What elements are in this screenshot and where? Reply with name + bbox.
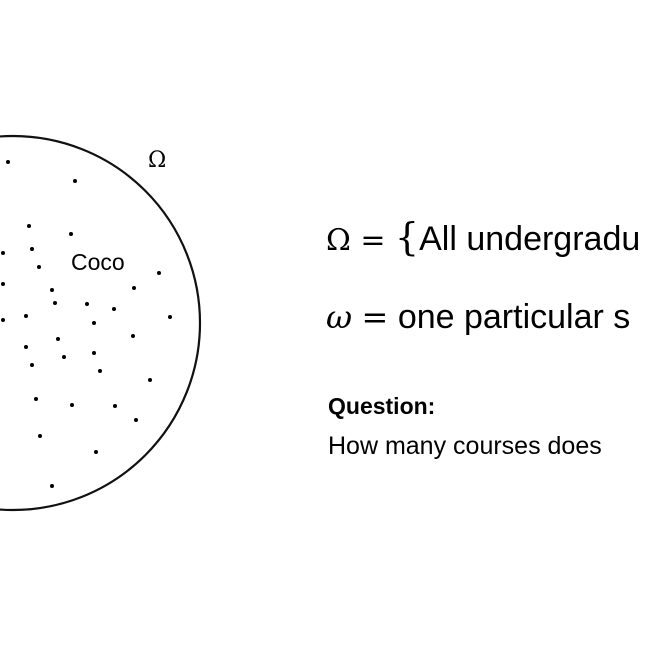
sample-point: [53, 301, 57, 305]
sample-point: [37, 265, 41, 269]
sample-point: [92, 321, 96, 325]
omega-symbol: Ω: [326, 223, 351, 258]
sample-point: [131, 334, 135, 338]
sample-point: [69, 232, 73, 236]
point-label-coco: Coco: [71, 249, 125, 275]
sample-point: [94, 450, 98, 454]
set-label: Ω: [148, 148, 167, 173]
sample-point: [50, 288, 54, 292]
sample-point: [30, 247, 34, 251]
sample-point: [134, 418, 138, 422]
omega-set-text: All undergradu: [419, 220, 641, 258]
sample-point: [24, 314, 28, 318]
omega-lower-symbol: ω: [326, 298, 353, 336]
sample-point: [92, 351, 96, 355]
sample-point: [85, 302, 89, 306]
question-text: How many courses does: [328, 432, 602, 460]
sample-point: [1, 318, 5, 322]
sample-point: [70, 403, 74, 407]
sample-point: [34, 397, 38, 401]
omega-set-definition: Ω = {All undergradu: [326, 218, 640, 256]
sample-point: [27, 224, 31, 228]
sample-point: [1, 251, 5, 255]
sample-point: [98, 369, 102, 373]
sample-point: [73, 179, 77, 183]
omega-element-text: one particular s: [397, 298, 631, 336]
sample-point: [157, 271, 161, 275]
sample-point: [6, 160, 10, 164]
equals-sign: =: [361, 298, 389, 336]
sample-point: [38, 434, 42, 438]
sample-points: [1, 160, 172, 488]
sample-point: [56, 337, 60, 341]
left-brace: {: [394, 215, 420, 259]
equals-sign: =: [360, 223, 386, 258]
sample-point: [62, 355, 66, 359]
sample-point: [113, 404, 117, 408]
sample-point: [1, 282, 5, 286]
sample-point: [24, 345, 28, 349]
sample-point: [112, 307, 116, 311]
omega-element-definition: ω = one particular s: [326, 300, 630, 334]
sample-point: [168, 315, 172, 319]
question-heading: Question:: [328, 393, 436, 419]
sample-point: [50, 484, 54, 488]
sample-space-circle: [0, 134, 202, 512]
sample-point: [30, 363, 34, 367]
sample-point: [132, 286, 136, 290]
sample-point: [148, 378, 152, 382]
